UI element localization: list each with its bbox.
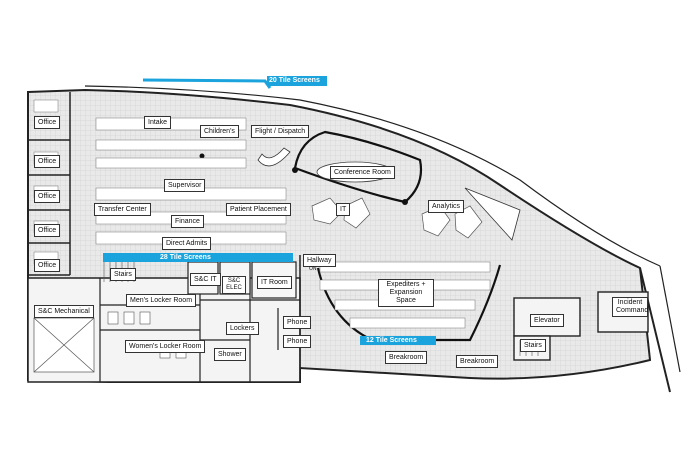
on-tag: ON (309, 266, 317, 272)
conference-room-label: Conference Room (330, 166, 395, 179)
analytics-label: Analytics (428, 200, 465, 213)
shower-label: Shower (214, 348, 246, 361)
lockers-label: Lockers (226, 322, 259, 335)
it-zone-label: IT (336, 203, 351, 216)
direct-admits-label: Direct Admits (162, 237, 212, 250)
outer-facade (84, 85, 661, 267)
conference-enclosure (293, 130, 423, 204)
finance-label: Finance (171, 215, 204, 228)
childrens-label: Children's (200, 125, 239, 138)
tile-screens-top-label: 20 Tile Screens (269, 77, 320, 84)
office-label-5: Office (34, 259, 61, 272)
breakroom-1-label: Breakroom (385, 351, 428, 364)
sc-it-label: S&C IT (190, 273, 221, 286)
tile-screens-left-bar (103, 253, 293, 262)
office-label-2: Office (34, 155, 61, 168)
sc-elec-label: S&C ELEC (222, 276, 246, 294)
office-label-3: Office (34, 190, 61, 203)
transfer-center-label: Transfer Center (94, 203, 151, 216)
office-label-4: Office (34, 224, 61, 237)
flight-dispatch-label: Flight / Dispatch (251, 125, 310, 138)
breakroom-2-label: Breakroom (456, 355, 499, 368)
incident-command-label: Incident Command (612, 297, 648, 317)
stairs-left-label: Stairs (110, 268, 136, 281)
expediters-label: Expediters + Expansion Space (378, 279, 434, 307)
elevator-label: Elevator (530, 314, 564, 327)
mens-locker-label: Men's Locker Room (126, 294, 197, 307)
hallway-label: Hallway (303, 254, 336, 267)
supervisor-label: Supervisor (164, 179, 206, 192)
office-label-1: Office (34, 116, 61, 129)
womens-locker-label: Women's Locker Room (125, 340, 206, 353)
tile-screens-bottom-label: 12 Tile Screens (366, 337, 417, 344)
it-room-label: IT Room (257, 276, 292, 289)
tile-screens-top-bar (142, 78, 272, 89)
tile-screens-left-label: 28 Tile Screens (160, 254, 211, 261)
stairs-right-label: Stairs (520, 339, 546, 352)
patient-placement-label: Patient Placement (226, 203, 291, 216)
tile-screens-bottom-bar (360, 336, 436, 345)
phone-2-label: Phone (283, 335, 312, 348)
intake-label: Intake (144, 116, 172, 129)
sc-mechanical-label: S&C Mechanical (34, 305, 94, 318)
tile-screens-top-box (267, 76, 327, 86)
phone-1-label: Phone (283, 316, 312, 329)
